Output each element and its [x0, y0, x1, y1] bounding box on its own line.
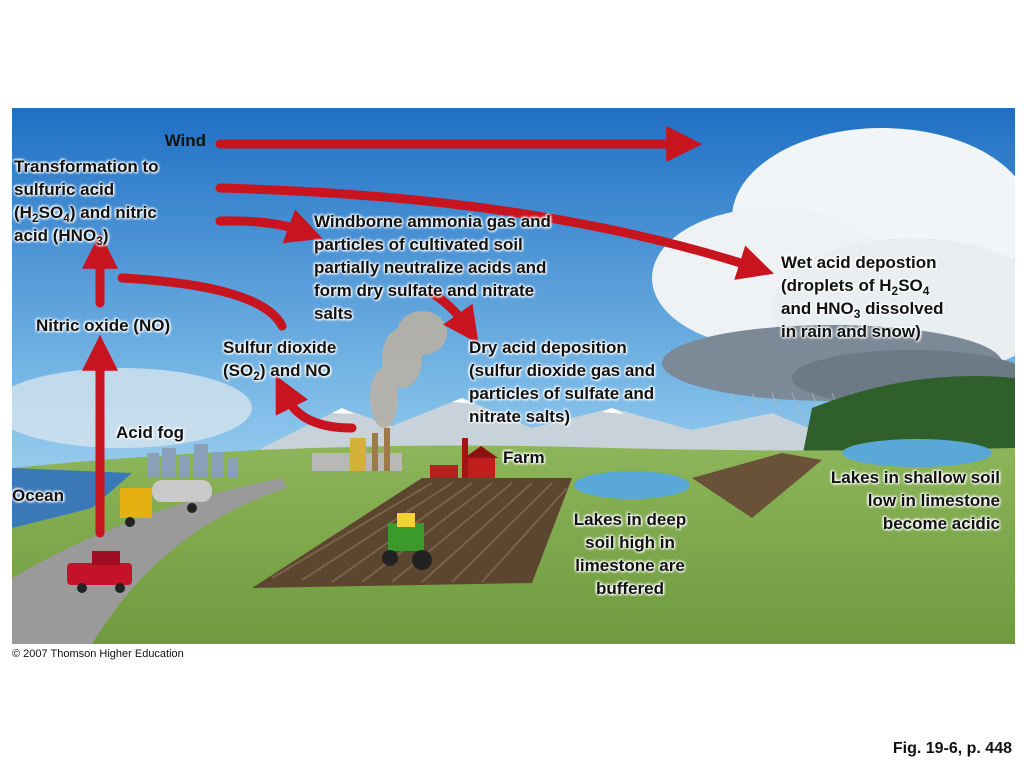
figure-caption: Fig. 19-6, p. 448 — [892, 740, 1012, 757]
label-acid-fog: Acid fog — [116, 423, 184, 442]
lake-shallow-soil — [842, 439, 992, 467]
label-ocean: Ocean — [12, 486, 64, 505]
arrow-windborne — [215, 209, 323, 244]
lake-deep-soil — [574, 471, 690, 499]
label-windborne-ammonia: Windborne ammonia gas and particles of c… — [314, 212, 551, 323]
tanker-truck — [120, 480, 212, 527]
arrow-factory-to-sulfur — [275, 375, 357, 433]
label-wind: Wind — [164, 131, 206, 150]
scene-illustration — [12, 108, 1015, 644]
arrows — [82, 126, 774, 538]
label-nitric-oxide: Nitric oxide (NO) — [36, 316, 171, 335]
arrow-dry-deposition — [427, 288, 479, 344]
label-dry-acid-deposition: Dry acid deposition (sulfur dioxide gas … — [469, 338, 656, 426]
copyright-notice: © 2007 Thomson Higher Education — [12, 648, 184, 660]
label-transformation: Transformation to sulfuric acid (H2SO4) … — [14, 157, 159, 248]
red-pickup-truck — [67, 551, 132, 593]
farm-buildings — [430, 438, 498, 479]
label-wet-acid-deposition: Wet acid depostion (droplets of H2SO4 an… — [781, 253, 944, 341]
field-right — [692, 453, 822, 518]
fog — [12, 368, 252, 448]
scene: Wind Transformation to sulfuric acid (H2… — [12, 108, 1015, 644]
label-sulfur-dioxide: Sulfur dioxide (SO2) and NO — [223, 338, 337, 383]
road — [12, 478, 287, 644]
label-farm: Farm — [503, 448, 545, 467]
factory — [312, 428, 402, 471]
arrow-wet-deposition — [215, 183, 774, 280]
tractor — [382, 513, 432, 570]
smoke-plume — [370, 311, 447, 428]
label-lakes-shallow-soil: Lakes in shallow soil low in limestone b… — [830, 468, 1000, 533]
city — [147, 444, 237, 478]
label-lakes-deep-soil: Lakes in deep soil high in limestone are… — [573, 510, 687, 598]
arrow-sulfur-to-transformation — [117, 273, 287, 331]
